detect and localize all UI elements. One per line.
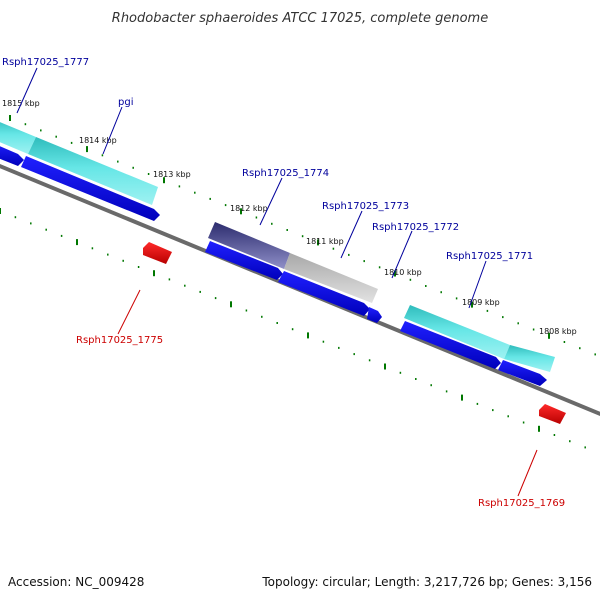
feature-rsph17025-1772-rna[interactable]: [404, 305, 510, 359]
gene-label-rsph17025-1775[interactable]: Rsph17025_1775: [76, 335, 163, 346]
kbp-label-1812: 1812 kbp: [230, 204, 268, 213]
kbp-label-1808: 1808 kbp: [539, 327, 577, 336]
cds-rsph17025-1777[interactable]: [0, 142, 24, 166]
cds-rsph17025-1774[interactable]: [205, 241, 283, 280]
feature-rsph17025-1773-rna[interactable]: [284, 253, 378, 303]
scale-ticks: [0, 115, 596, 449]
feature-rsph17025-1771-rna[interactable]: [504, 345, 555, 372]
reverse-track: [143, 242, 566, 424]
gene-label-lines: [16, 67, 538, 497]
cds-rsph17025-1773[interactable]: [278, 271, 370, 316]
gene-label-rsph17025-1774[interactable]: Rsph17025_1774: [242, 168, 329, 179]
accession-text: Accession: NC_009428: [8, 575, 144, 589]
cds-rsph17025-1775[interactable]: [143, 242, 172, 264]
gene-label-rsph17025-1773[interactable]: Rsph17025_1773: [322, 201, 409, 212]
kbp-label-1809: 1809 kbp: [462, 298, 500, 307]
feature-pgi-rna[interactable]: [28, 137, 158, 205]
genome-stats-text: Topology: circular; Length: 3,217,726 bp…: [261, 575, 592, 589]
feature-rsph17025-1777-rna[interactable]: [0, 118, 36, 154]
kbp-labels: 1815 kbp 1814 kbp 1813 kbp 1812 kbp 1811…: [2, 99, 577, 336]
gene-label-rsph17025-1769[interactable]: Rsph17025_1769: [478, 498, 565, 509]
map-title: Rhodobacter sphaeroides ATCC 17025, comp…: [112, 11, 488, 26]
gene-label-pgi[interactable]: pgi: [118, 97, 133, 108]
cds-rsph17025-1772[interactable]: [400, 321, 501, 369]
feature-rsph17025-1774-rna[interactable]: [208, 222, 290, 269]
kbp-label-1810: 1810 kbp: [384, 268, 422, 277]
cds-rsph17025-1771[interactable]: [498, 360, 547, 386]
cds-pgi[interactable]: [21, 156, 160, 221]
cds-rsph17025-1769[interactable]: [539, 404, 566, 424]
gene-label-rsph17025-1771[interactable]: Rsph17025_1771: [446, 251, 533, 262]
cds-rsph17025-1773b[interactable]: [367, 307, 382, 323]
gene-label-rsph17025-1772[interactable]: Rsph17025_1772: [372, 222, 459, 233]
gene-label-rsph17025-1777[interactable]: Rsph17025_1777: [2, 57, 89, 68]
kbp-label-1811: 1811 kbp: [306, 237, 344, 246]
forward-track: [0, 118, 555, 386]
gene-labels: Rsph17025_1777 pgi Rsph17025_1774 Rsph17…: [2, 57, 565, 509]
kbp-label-1813: 1813 kbp: [153, 170, 191, 179]
kbp-label-1814: 1814 kbp: [79, 136, 117, 145]
